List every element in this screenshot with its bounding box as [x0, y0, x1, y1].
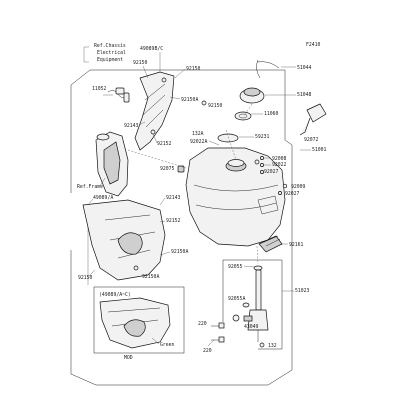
- label-220-b: 220: [203, 348, 212, 354]
- part-49089bc: [134, 71, 175, 151]
- part-51048-cap: [239, 87, 265, 104]
- ref-equipment-label: Equipment: [97, 57, 123, 63]
- label-132a: 132A: [192, 131, 204, 137]
- label-92022: 92022: [272, 162, 287, 168]
- label-92152-a: 92152: [157, 141, 172, 147]
- part-11060-gasket: [234, 111, 252, 121]
- kit-label: (49089/A~C): [99, 292, 131, 298]
- part-11052: [103, 87, 130, 103]
- label-92009: 92009: [291, 184, 306, 190]
- part-51023-fuel-cock: [243, 269, 269, 342]
- label-59231: 59231: [255, 134, 270, 140]
- label-92150-d: 92150: [78, 275, 93, 281]
- label-11052: 11052: [92, 86, 107, 92]
- label-132: 132: [268, 343, 277, 349]
- part-92072-filler: [299, 103, 327, 136]
- label-92055: 92055: [228, 264, 243, 270]
- label-92027-a: 92027: [264, 169, 279, 175]
- label-92150a-a: 92150A: [181, 97, 198, 103]
- part-92075: [177, 165, 185, 173]
- part-49089a: [95, 131, 129, 197]
- label-92150a-b: 92150A: [171, 249, 188, 255]
- part-51044-hose: [256, 59, 280, 79]
- ref-chassis-note: Ref.Chassis Electrical Equipment: [83, 43, 126, 63]
- part-132-clamp: [259, 342, 265, 348]
- part-59231: [217, 133, 239, 143]
- assembly-boundary: [70, 69, 293, 386]
- ref-line-1: [127, 149, 187, 169]
- label-51001: 51001: [312, 147, 327, 153]
- ref-frame-label: Ref.Frame: [77, 184, 103, 190]
- ref-line-2: [225, 129, 237, 161]
- label-92143-b: 92143: [166, 195, 181, 201]
- part-43049: [232, 314, 240, 322]
- part-220-screws: [211, 322, 225, 343]
- mod-label: MOD: [124, 355, 133, 361]
- ref-line-4: [256, 245, 259, 265]
- part-92055-oring: [253, 265, 263, 271]
- label-51048: 51048: [297, 92, 312, 98]
- label-92027-b: 92027: [285, 191, 300, 197]
- label-92150-a: 92150: [133, 60, 148, 66]
- label-92075: 92075: [160, 166, 175, 172]
- label-92150-b: 92150: [186, 66, 201, 72]
- ref-electrical-label: Electrical: [97, 50, 126, 56]
- label-43049: 43049: [244, 324, 259, 330]
- green-label: Green: [160, 342, 175, 348]
- label-49089a: 49089/A: [93, 195, 113, 201]
- part-side-shroud: [82, 199, 166, 281]
- label-92022a: 92022A: [190, 139, 207, 145]
- label-92150-c: 92150: [208, 103, 223, 109]
- kit-inset: (49089/A~C) Green: [93, 286, 185, 354]
- label-92055a: 92055A: [228, 296, 245, 302]
- label-92161: 92161: [289, 242, 304, 248]
- part-92055a: [242, 302, 250, 308]
- diagram-code: F2410: [306, 42, 321, 48]
- label-51044: 51044: [297, 65, 312, 71]
- label-92072: 92072: [304, 137, 319, 143]
- label-51023: 51023: [295, 288, 310, 294]
- label-11060: 11060: [264, 111, 279, 117]
- label-49089bc: 49089B/C: [140, 46, 163, 52]
- label-92008: 92008: [272, 156, 287, 162]
- label-92152-b: 92152: [166, 218, 181, 224]
- label-92150a-c: 92150A: [142, 274, 159, 280]
- label-220-a: 220: [198, 321, 207, 327]
- part-51001-fuel-tank: [185, 147, 286, 247]
- ref-chassis-label: Ref.Chassis: [94, 43, 126, 49]
- fuel-cock-group-box: [222, 259, 283, 350]
- ref-line-3: [243, 103, 253, 117]
- label-92143-a: 92143: [124, 123, 139, 129]
